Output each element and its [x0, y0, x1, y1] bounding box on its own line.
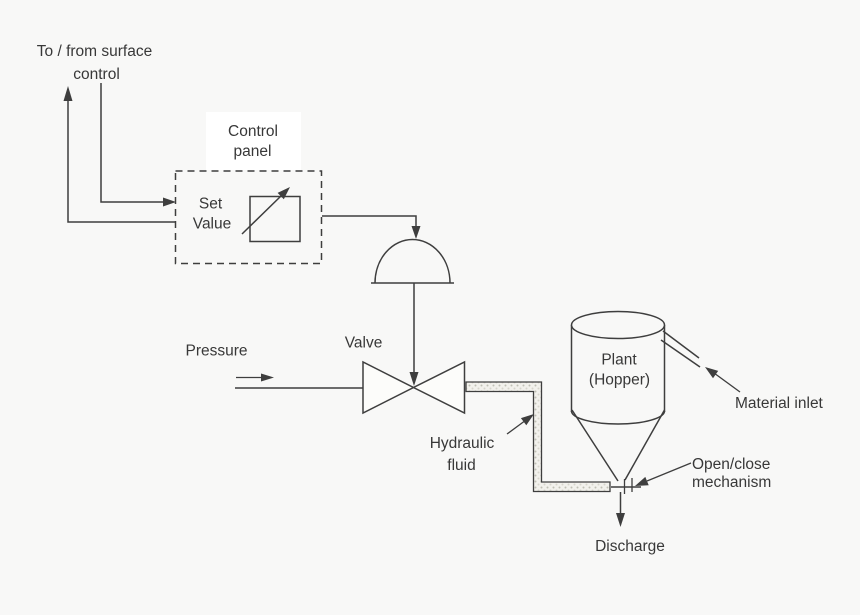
actuator-dome [371, 238, 454, 386]
discharge-arrowhead-icon [616, 513, 625, 527]
surface-control: To / from surface control [37, 43, 176, 223]
control-panel-label-box [206, 112, 301, 170]
hydraulic-fluid-label-line2: fluid [447, 457, 475, 474]
set-value-label-line2: Value [193, 216, 232, 233]
cone-left-line [571, 409, 619, 482]
hydraulic-pointer-line [506, 420, 525, 435]
control-panel: Control panel Set Value [174, 112, 323, 265]
open-close-label-line1: Open/close [692, 456, 770, 473]
down-arrowhead-icon [411, 226, 421, 239]
valve-label: Valve [345, 335, 383, 352]
pressure-inlet: Pressure [185, 343, 363, 389]
material-inlet: Material inlet [660, 330, 824, 412]
open-close-label-line2: mechanism [692, 474, 771, 491]
control-valve: Valve [345, 335, 466, 415]
plant-hopper: Plant (Hopper) [570, 310, 666, 482]
pipe-shape [465, 381, 611, 493]
dome-shape [374, 238, 451, 284]
to-surface-line [67, 99, 176, 223]
stem-arrowhead-icon [409, 372, 419, 386]
flow-arrowhead-icon [261, 373, 274, 382]
open-close-pointer-line [646, 462, 692, 482]
discharge-outlet: Discharge [595, 492, 665, 555]
discharge-label: Discharge [595, 538, 665, 555]
plant-label-line2: (Hopper) [589, 372, 650, 389]
set-value-arrowhead-icon [277, 187, 290, 200]
chute-lower-line [660, 339, 701, 368]
hopper-top-ellipse [570, 310, 666, 340]
valve-right-triangle [411, 360, 466, 415]
hydraulic-fluid-label-line1: Hydraulic [430, 435, 495, 452]
surface-control-label-line1: To / from surface [37, 43, 152, 60]
right-arrowhead-icon [163, 197, 176, 207]
pressure-label: Pressure [185, 343, 247, 360]
valve-left-triangle [362, 360, 416, 415]
hydraulic-pointer-arrowhead-icon [520, 414, 534, 426]
set-value-diagonal-arrow [241, 194, 283, 235]
cone-right-line [624, 409, 666, 481]
open-close-pointer-arrowhead-icon [635, 476, 649, 486]
control-panel-label-line1: Control [228, 123, 278, 140]
chute-upper-line [662, 330, 700, 359]
hopper-bottom-arc [570, 410, 666, 425]
from-surface-line [100, 83, 164, 203]
control-signal [322, 215, 421, 239]
material-pointer-line [713, 372, 741, 393]
control-panel-dashed-border [174, 170, 323, 265]
open-close-mechanism: Open/close mechanism [611, 456, 771, 494]
set-value-label-line1: Set [199, 196, 223, 213]
control-signal-line [322, 215, 417, 227]
hydraulic-pipe: Hydraulic fluid [430, 381, 611, 493]
up-arrowhead-icon [63, 86, 73, 101]
material-inlet-label: Material inlet [735, 395, 824, 412]
material-pointer-arrowhead-icon [705, 367, 719, 379]
surface-control-label-line2: control [73, 66, 120, 83]
plant-label-line1: Plant [601, 352, 637, 369]
control-panel-label-line2: panel [234, 143, 272, 160]
